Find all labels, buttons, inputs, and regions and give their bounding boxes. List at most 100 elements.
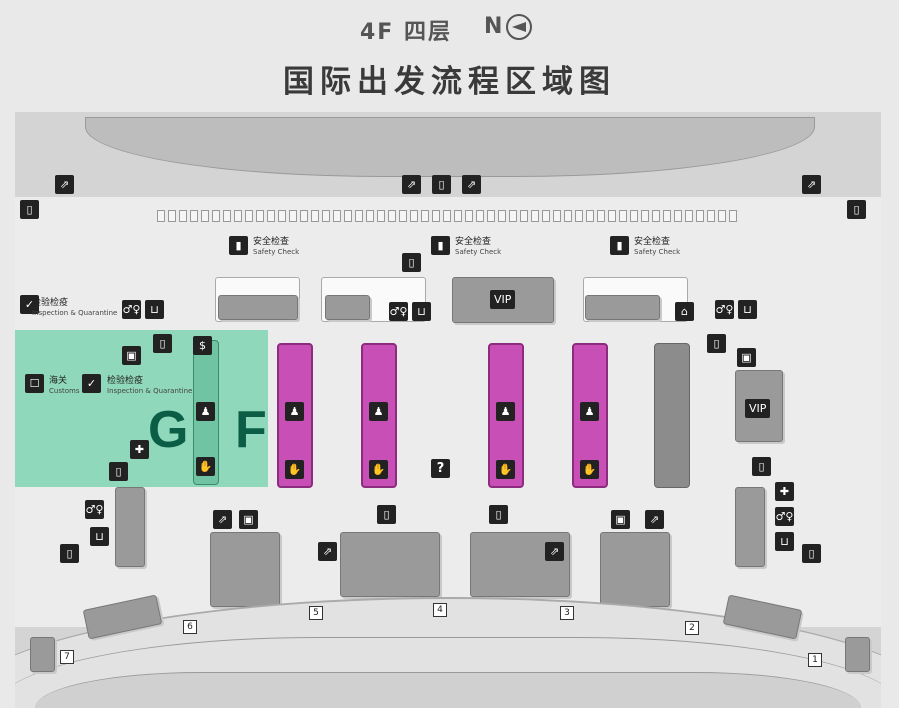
checkin-counter (157, 210, 165, 222)
jet-bridge (845, 637, 870, 672)
checkin-counter (322, 210, 330, 222)
elevator-icon: ▯ (109, 462, 128, 481)
elevator-icon: ▯ (432, 175, 451, 194)
north-label: N (484, 14, 503, 39)
escalator-icon: ⇗ (213, 510, 232, 529)
counter-icon: ♟ (369, 402, 388, 421)
zone-g-label: G (148, 401, 189, 459)
security-check-icon: ▮ (229, 236, 248, 255)
floor-label: 4F 四层 (360, 20, 452, 45)
checkin-counter (564, 210, 572, 222)
checkin-counter (619, 210, 627, 222)
counter-icon: ♟ (196, 402, 215, 421)
baggage-icon: ▣ (737, 348, 756, 367)
checkin-counter (641, 210, 649, 222)
gate-3: 3 (560, 606, 574, 620)
elevator-icon: ▯ (707, 334, 726, 353)
apron-line (15, 637, 881, 708)
water-icon: ⊔ (90, 527, 109, 546)
baggage-drop-icon: ✋ (196, 457, 215, 476)
checkin-counter (432, 210, 440, 222)
checkin-counter (377, 210, 385, 222)
checkin-counter (729, 210, 737, 222)
island (115, 487, 145, 567)
checkin-counter (234, 210, 242, 222)
zone-f-label: F (235, 401, 267, 459)
restroom-icon: ♂♀ (389, 302, 408, 321)
checkin-counter (421, 210, 429, 222)
baggage-drop-icon: ✋ (580, 460, 599, 479)
restroom-icon: ♂♀ (775, 507, 794, 526)
elevator-icon: ▯ (402, 253, 421, 272)
info-icon: ? (431, 459, 450, 478)
counter-icon: ♟ (285, 402, 304, 421)
checkin-counter (201, 210, 209, 222)
checkin-counter (410, 210, 418, 222)
baggage-icon: ▣ (239, 510, 258, 529)
currency-exchange-icon: $ (193, 336, 212, 355)
checkin-counter (520, 210, 528, 222)
medical-icon: ✚ (775, 482, 794, 501)
island (340, 532, 440, 597)
island (218, 295, 298, 320)
roof-band (85, 117, 815, 177)
water-icon: ⊔ (145, 300, 164, 319)
checkin-counter (223, 210, 231, 222)
zone-gf-overlay (15, 330, 268, 487)
elevator-icon: ▯ (489, 505, 508, 524)
inspection-icon: ✓ (20, 295, 39, 314)
baggage-drop-icon: ✋ (285, 460, 304, 479)
pier (654, 343, 690, 488)
security-check-icon: ▮ (610, 236, 629, 255)
customs-icon: ☐ (25, 374, 44, 393)
checkin-counter (245, 210, 253, 222)
escalator-icon: ⇗ (462, 175, 481, 194)
checkin-counter (355, 210, 363, 222)
counter-icon: ♟ (580, 402, 599, 421)
baggage-icon: ▣ (122, 346, 141, 365)
checkin-counter (718, 210, 726, 222)
checkin-counter (289, 210, 297, 222)
escalator-icon: ⇗ (645, 510, 664, 529)
vip-icon: VIP (745, 399, 771, 418)
checkin-counter (311, 210, 319, 222)
checkin-counter (674, 210, 682, 222)
baggage-icon: ▣ (611, 510, 630, 529)
checkin-counter (553, 210, 561, 222)
checkin-counter (663, 210, 671, 222)
security-check-icon: ▮ (431, 236, 450, 255)
checkin-counter (190, 210, 198, 222)
checkin-counter (707, 210, 715, 222)
checkin-counter (278, 210, 286, 222)
checkin-counter (388, 210, 396, 222)
checkin-counter (333, 210, 341, 222)
gate-1: 1 (808, 653, 822, 667)
vip-icon: VIP (490, 290, 516, 309)
checkin-counter (300, 210, 308, 222)
escalator-icon: ⇗ (802, 175, 821, 194)
checkin-counter (509, 210, 517, 222)
water-icon: ⊔ (412, 302, 431, 321)
restroom-icon: ♂♀ (122, 300, 141, 319)
checkin-counter (267, 210, 275, 222)
checkin-counter (498, 210, 506, 222)
checkin-counter (597, 210, 605, 222)
escalator-icon: ⇗ (318, 542, 337, 561)
gate-5: 5 (309, 606, 323, 620)
page-title: 国际出发流程区域图 (283, 64, 616, 100)
gate-4: 4 (433, 603, 447, 617)
elevator-icon: ▯ (153, 334, 172, 353)
restroom-icon: ♂♀ (85, 500, 104, 519)
checkin-counter (696, 210, 704, 222)
jet-bridge (30, 637, 55, 672)
checkin-counter (454, 210, 462, 222)
baggage-drop-icon: ✋ (496, 460, 515, 479)
checkin-counter (542, 210, 550, 222)
elevator-icon: ▯ (847, 200, 866, 219)
escalator-icon: ⇗ (545, 542, 564, 561)
checkin-counter (531, 210, 539, 222)
